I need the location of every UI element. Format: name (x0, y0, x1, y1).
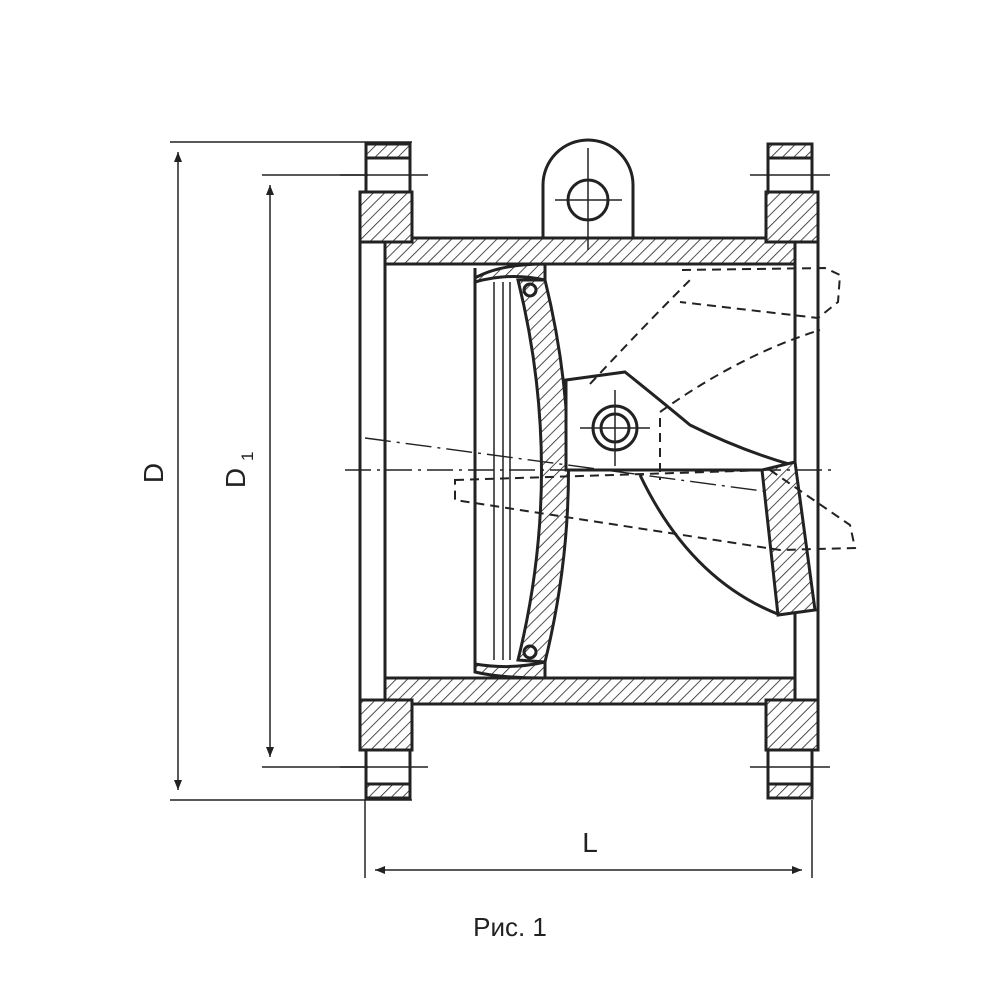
axis-centerlines (345, 437, 835, 493)
tilted-axis (364, 437, 771, 493)
right-flange-bottom-hatch (764, 698, 820, 752)
seat-assembly (473, 262, 570, 680)
body-top-wall (383, 236, 797, 266)
dimension-d1: D 1 (220, 174, 368, 768)
dimension-d-label: D (138, 463, 169, 483)
left-flange-bottom-hatch (358, 698, 414, 752)
check-disc (516, 278, 570, 664)
dimension-d: D (138, 141, 412, 801)
seat-ring-bottom (473, 660, 547, 680)
right-flange-top-hatch (764, 190, 820, 244)
lug-outline (541, 138, 635, 238)
swing-arm (564, 370, 817, 617)
left-bottom-bolt-head (364, 782, 412, 800)
dimension-d1-label: D (220, 468, 251, 488)
left-flange (358, 142, 414, 800)
right-bottom-bolt-head (766, 782, 814, 800)
lifting-lug (541, 138, 635, 250)
right-flange-face (793, 240, 820, 702)
right-top-bolt-head (766, 142, 814, 160)
swing-arm-body (564, 370, 793, 472)
left-flange-top-hatch (358, 190, 414, 244)
counterweight-plate (760, 460, 817, 617)
left-flange-face (358, 240, 387, 702)
valve-body (383, 236, 797, 706)
left-top-bolt-head (364, 142, 412, 160)
body-bottom-wall (383, 676, 797, 706)
dimension-d1-subscript: 1 (238, 452, 257, 461)
figure-caption: Рис. 1 (473, 912, 547, 942)
dimension-l-label: L (582, 827, 598, 858)
dimension-l: L (364, 800, 813, 878)
